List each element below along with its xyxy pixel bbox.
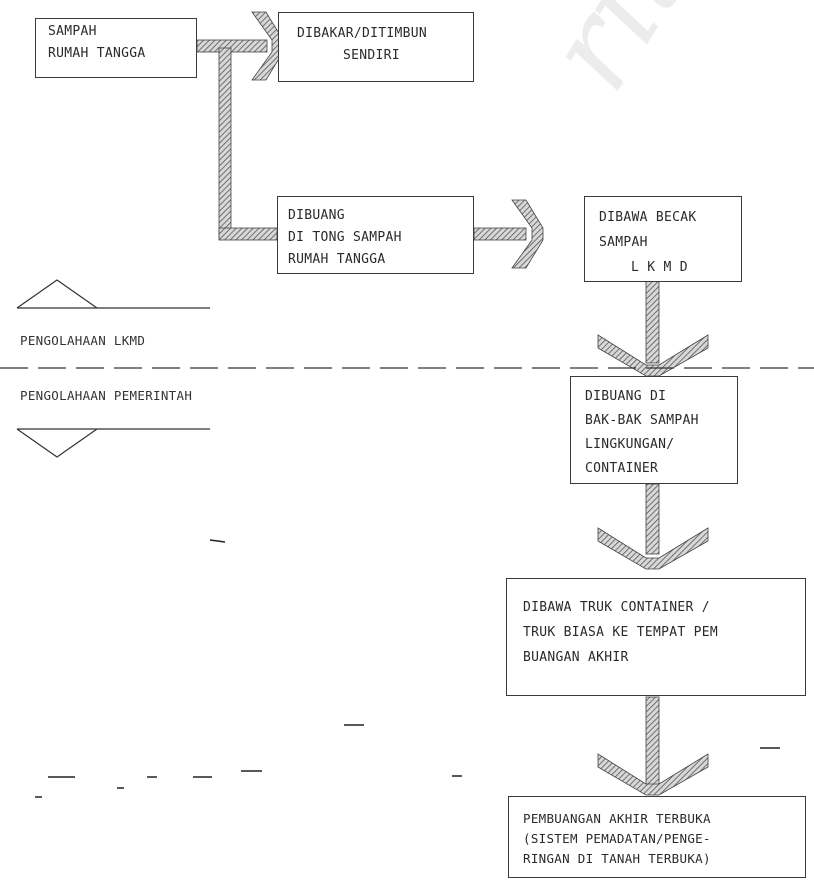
box-line: PEMBUANGAN AKHIR TERBUKA <box>523 811 711 826</box>
flow-line-household-burned <box>196 39 268 53</box>
box-household-bin: DIBUANG DI TONG SAMPAH RUMAH TANGGA <box>277 196 474 274</box>
flow-line-truck-final <box>645 696 660 788</box>
box-line: DIBUANG <box>288 208 345 223</box>
box-line: BUANGAN AKHIR <box>523 650 629 665</box>
box-line: DIBAWA BECAK <box>599 210 697 225</box>
flow-line-container-truck <box>645 483 660 555</box>
box-line: TRUK BIASA KE TEMPAT PEM <box>523 625 719 640</box>
box-line: BAK-BAK SAMPAH <box>585 413 699 428</box>
arrowhead-right-burned <box>251 11 284 81</box>
box-line: DIBAKAR/DITIMBUN <box>297 26 428 41</box>
zone-label-lkmd: PENGOLAHAAN LKMD <box>20 333 146 348</box>
flow-line-becak-container <box>645 280 660 364</box>
box-line: LINGKUNGAN/ <box>585 437 675 452</box>
box-burned-buried: DIBAKAR/DITIMBUN SENDIRI <box>278 12 474 82</box>
box-line: SAMPAH <box>48 24 97 39</box>
box-line: CONTAINER <box>585 461 659 476</box>
box-line: SAMPAH <box>599 235 648 250</box>
box-final-disposal: PEMBUANGAN AKHIR TERBUKA (SISTEM PEMADAT… <box>508 796 806 878</box>
flow-line-branch-down <box>218 47 232 239</box>
zone-marker-upper <box>16 279 210 309</box>
box-line: DIBUANG DI <box>585 389 667 404</box>
flow-line-branch-bin <box>218 227 278 241</box>
zone-label-government: PENGOLAHAAN PEMERINTAH <box>20 388 193 403</box>
box-line: DI TONG SAMPAH <box>288 230 402 245</box>
zone-marker-lower <box>16 428 210 458</box>
box-container: DIBUANG DI BAK-BAK SAMPAH LINGKUNGAN/ CO… <box>570 376 738 484</box>
arrowhead-down-final <box>597 753 709 796</box>
flow-line-bin-becak <box>473 227 527 241</box>
box-line: RUMAH TANGGA <box>288 252 386 267</box>
box-line: RUMAH TANGGA <box>48 46 146 61</box>
box-household-waste: SAMPAH RUMAH TANGGA <box>35 18 197 78</box>
flow-lines <box>196 39 660 788</box>
box-line: L K M D <box>631 260 688 275</box>
box-line: SENDIRI <box>343 48 400 63</box>
arrowhead-right-becak <box>511 199 544 269</box>
arrowhead-down-truck <box>597 527 709 570</box>
scan-marks <box>35 539 780 798</box>
box-line: (SISTEM PEMADATAN/PENGE- <box>523 831 711 846</box>
box-becak-lkmd: DIBAWA BECAK SAMPAH L K M D <box>584 196 742 282</box>
box-line: DIBAWA TRUK CONTAINER / <box>523 600 710 615</box>
box-line: RINGAN DI TANAH TERBUKA) <box>523 851 711 866</box>
box-truck-transport: DIBAWA TRUK CONTAINER / TRUK BIASA KE TE… <box>506 578 806 696</box>
